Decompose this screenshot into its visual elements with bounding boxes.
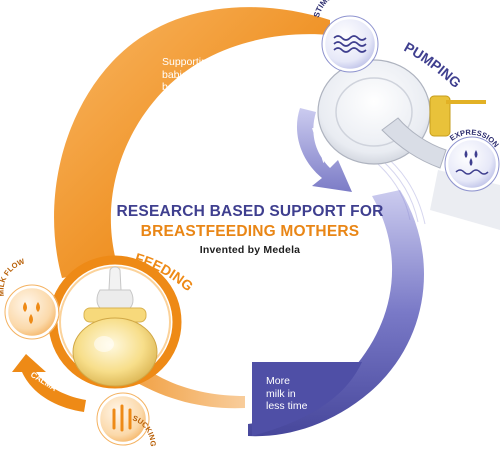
expression-bubble bbox=[444, 136, 500, 192]
orange-box-line-2: babies feeding bbox=[162, 68, 231, 81]
purple-box-text: More milk in less time bbox=[266, 375, 346, 413]
calma-bottle-illustration bbox=[72, 266, 158, 387]
purple-info-box bbox=[252, 362, 362, 436]
orange-box-line-1: Supporting bbox=[162, 56, 213, 68]
breast-pump-illustration bbox=[317, 59, 500, 230]
headline-block: RESEARCH BASED SUPPORT FOR BREASTFEEDING… bbox=[100, 203, 400, 256]
milk-flow-bubble bbox=[4, 284, 60, 340]
orange-box-text: Supporting babies feeding behavior bbox=[162, 56, 272, 94]
headline-line-3: Invented by Medela bbox=[199, 244, 301, 256]
drops-icon bbox=[23, 302, 40, 324]
purple-box-line-2: milk in bbox=[266, 387, 296, 400]
stimulation-bubble bbox=[321, 15, 379, 73]
purple-box-line-1: More bbox=[266, 375, 290, 387]
sucking-bubble bbox=[96, 392, 150, 446]
purple-box-line-3: less time bbox=[266, 400, 308, 412]
vertical-bars-icon bbox=[112, 404, 132, 432]
drops-and-waves-icon bbox=[455, 150, 489, 175]
two-phase-arrow bbox=[296, 108, 352, 192]
calma-arrow bbox=[12, 354, 86, 412]
stimulation-label: STIMULATION bbox=[312, 0, 362, 19]
orange-box-line-3: behavior bbox=[162, 81, 203, 93]
orange-swoosh bbox=[54, 7, 330, 278]
wave-lines-icon bbox=[333, 35, 367, 53]
purple-swoosh bbox=[248, 190, 424, 437]
headline-line-1: RESEARCH BASED SUPPORT FOR bbox=[116, 203, 384, 220]
headline-line-2: BREASTFEEDING MOTHERS bbox=[140, 223, 360, 240]
